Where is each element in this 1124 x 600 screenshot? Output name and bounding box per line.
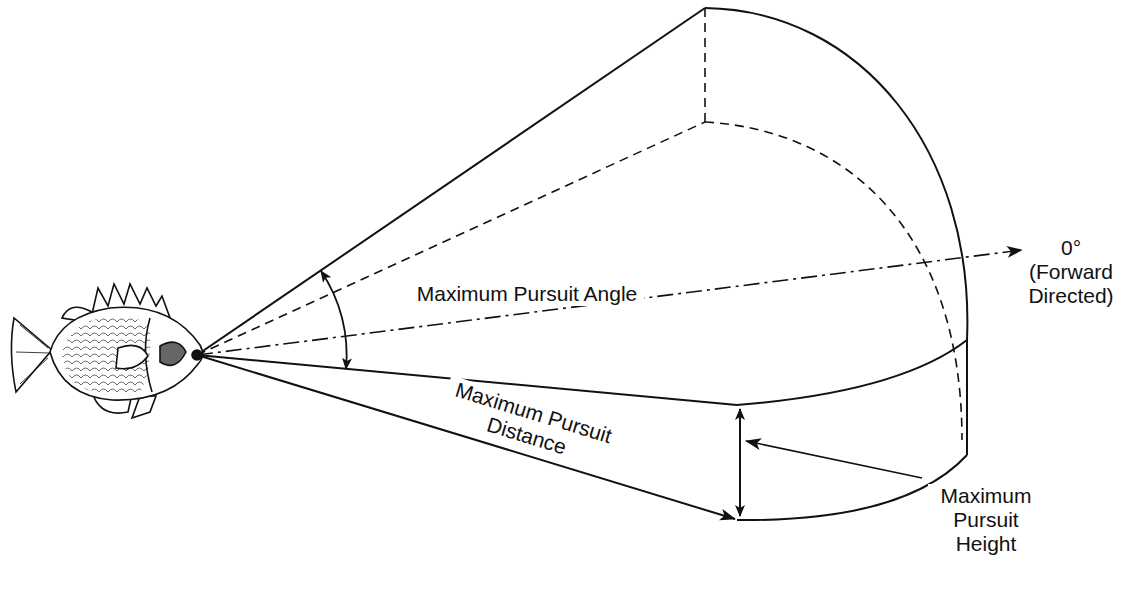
pursuit-volume	[197, 8, 967, 520]
leader-line	[746, 441, 922, 478]
angle-arc	[321, 271, 347, 369]
tail-fin	[11, 318, 52, 392]
hidden-edge	[197, 122, 705, 355]
height-label: Maximum Pursuit Height	[928, 484, 1044, 556]
cone-rim	[705, 8, 967, 455]
hidden-edges	[197, 8, 962, 440]
hidden-edge	[704, 8, 706, 122]
tail-rays	[16, 325, 50, 384]
hidden-edge	[705, 122, 962, 440]
distance-arrow	[197, 355, 735, 519]
eye-apex	[192, 350, 202, 360]
sunfish	[11, 284, 202, 418]
height-arrow	[739, 409, 741, 516]
angle-label: Maximum Pursuit Angle	[410, 282, 644, 306]
fish-body	[50, 307, 203, 400]
ear-flap	[160, 342, 186, 365]
forward-axis	[197, 250, 1022, 355]
scale-texture	[62, 316, 150, 394]
cone-rim	[737, 340, 967, 405]
pectoral-fin	[116, 345, 148, 368]
distance-label: Maximum Pursuit Distance	[437, 375, 622, 473]
axis-label: 0° (Forward Directed)	[1022, 236, 1120, 308]
cone-edge	[197, 8, 705, 355]
